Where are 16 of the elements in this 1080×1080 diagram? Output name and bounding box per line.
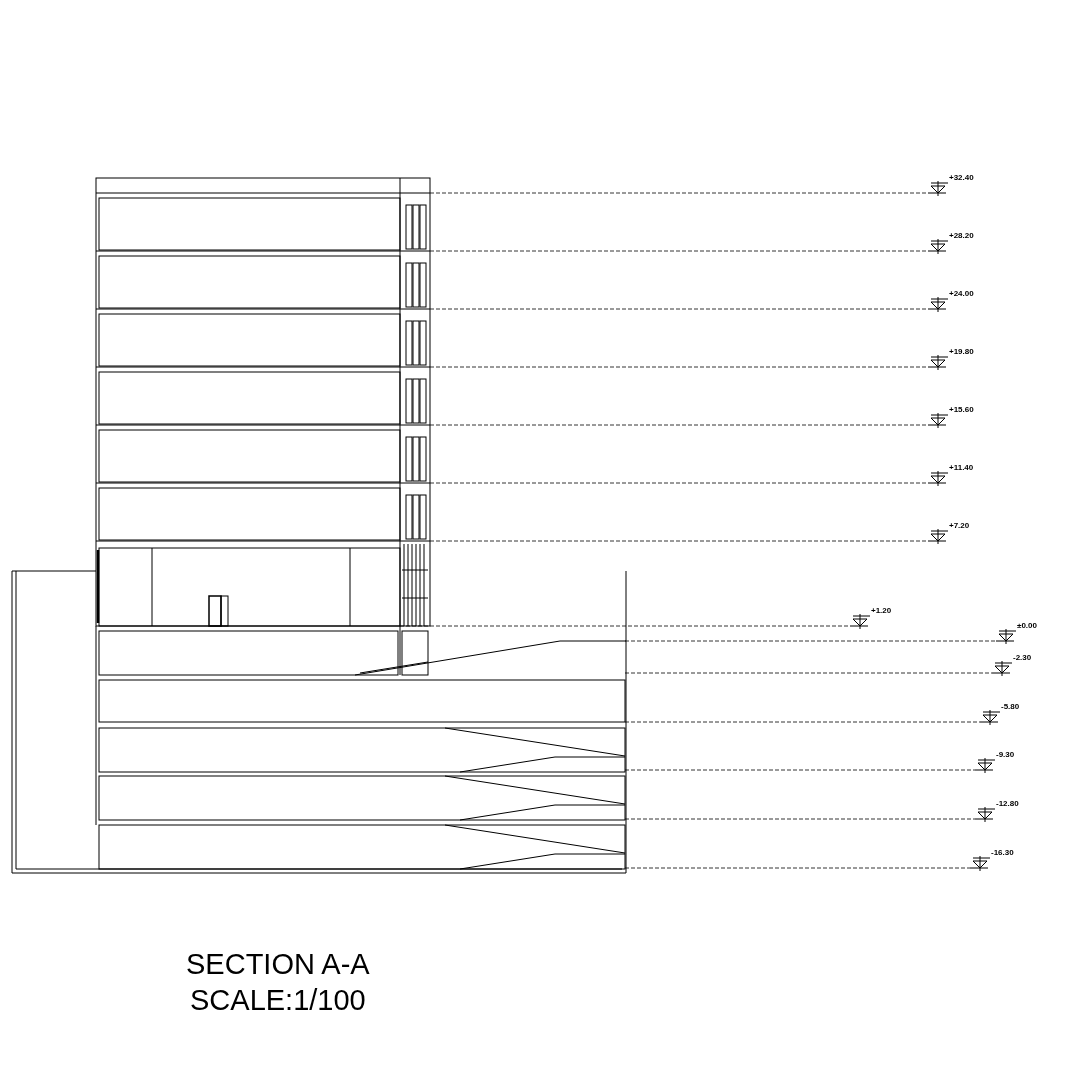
level-label: -5.80 xyxy=(1001,703,1020,711)
level-label: -12.80 xyxy=(996,800,1019,808)
level-label: ±0.00 xyxy=(1017,622,1037,630)
level-label: -2.30 xyxy=(1013,654,1032,662)
level-label: +28.20 xyxy=(949,232,974,240)
level-label: +1.20 xyxy=(871,607,892,615)
level-label: +11.40 xyxy=(949,464,974,472)
level-label: +7.20 xyxy=(949,522,970,530)
level-label: +24.00 xyxy=(949,290,974,298)
level-label: +32.40 xyxy=(949,174,974,182)
level-label: +15.60 xyxy=(949,406,974,414)
scale-caption: SCALE:1/100 xyxy=(190,986,367,1015)
level-label: -16.30 xyxy=(991,849,1014,857)
level-label: -9.30 xyxy=(996,751,1015,759)
section-title: SECTION A-A xyxy=(186,950,371,979)
level-label: +19.80 xyxy=(949,348,974,356)
